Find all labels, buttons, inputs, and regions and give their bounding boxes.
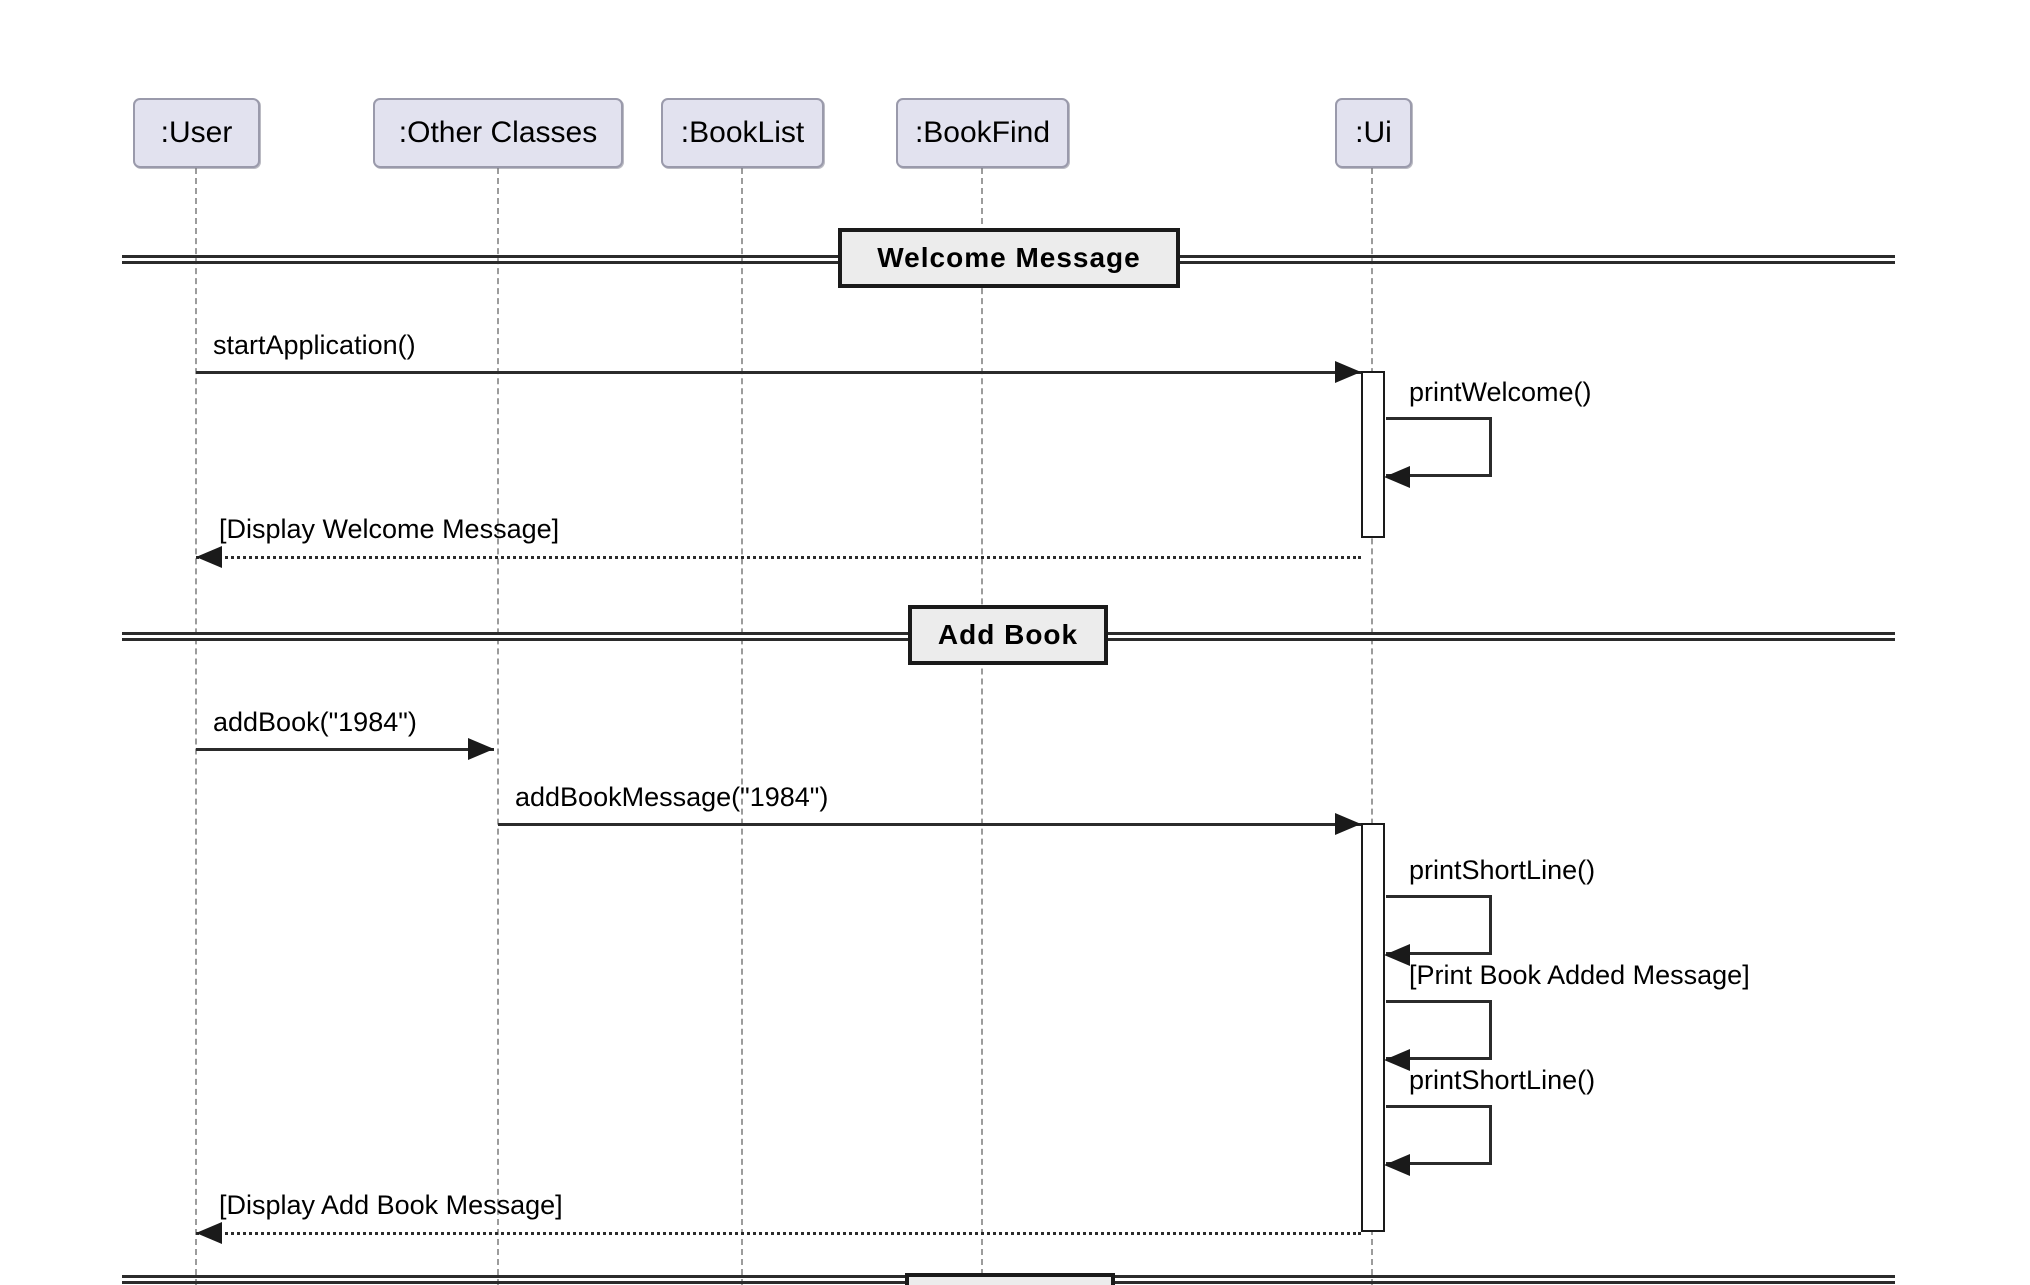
lifeline-user bbox=[195, 168, 197, 1285]
message-label: [Display Add Book Message] bbox=[219, 1190, 563, 1220]
divider-label-text: Welcome Message bbox=[877, 242, 1141, 273]
message-label: printShortLine() bbox=[1409, 1065, 1596, 1095]
self-call-loop bbox=[1386, 895, 1492, 955]
message-arrowhead bbox=[1335, 813, 1361, 835]
participant-label: :User bbox=[160, 116, 233, 149]
message-label: printWelcome() bbox=[1409, 377, 1592, 407]
message-line bbox=[498, 823, 1361, 826]
self-call-loop bbox=[1386, 1000, 1492, 1060]
participant-label: :Other Classes bbox=[398, 116, 598, 149]
self-call-loop bbox=[1386, 1105, 1492, 1165]
lifeline-booklist bbox=[741, 168, 743, 1285]
message-label: [Display Welcome Message] bbox=[219, 514, 560, 544]
participant-bookfind[interactable]: :BookFind bbox=[896, 98, 1069, 168]
self-call-arrowhead bbox=[1384, 466, 1410, 488]
message-arrowhead bbox=[1335, 361, 1361, 383]
message-label: printShortLine() bbox=[1409, 855, 1596, 885]
participant-booklist[interactable]: :BookList bbox=[661, 98, 824, 168]
divider-label-box: Add Book bbox=[908, 605, 1108, 665]
participant-otherclasses[interactable]: :Other Classes bbox=[373, 98, 623, 168]
message-line bbox=[196, 748, 494, 751]
participant-user[interactable]: :User bbox=[133, 98, 260, 168]
lifeline-otherclasses bbox=[497, 168, 499, 1285]
message-label: [Print Book Added Message] bbox=[1409, 960, 1750, 990]
message-label: addBook("1984") bbox=[213, 707, 417, 737]
message-arrowhead bbox=[468, 738, 494, 760]
self-call-arrowhead bbox=[1384, 1049, 1410, 1071]
message-line bbox=[196, 556, 1361, 559]
message-arrowhead bbox=[196, 546, 222, 568]
message-arrowhead bbox=[196, 1222, 222, 1244]
divider-label-box bbox=[905, 1273, 1115, 1285]
self-call-loop bbox=[1386, 417, 1492, 477]
ui-activation-welcome bbox=[1361, 371, 1385, 538]
divider-label-text: Add Book bbox=[937, 619, 1079, 650]
lifeline-ui bbox=[1371, 168, 1373, 1285]
ui-activation-addbook bbox=[1361, 823, 1385, 1232]
self-call-arrowhead bbox=[1384, 1154, 1410, 1176]
message-label: addBookMessage("1984") bbox=[515, 782, 829, 812]
lifeline-bookfind bbox=[981, 168, 983, 1285]
participant-label: :Ui bbox=[1355, 116, 1392, 149]
message-label: startApplication() bbox=[213, 330, 416, 360]
divider-label-box: Welcome Message bbox=[838, 228, 1180, 288]
message-line bbox=[196, 371, 1361, 374]
participant-label: :BookFind bbox=[914, 116, 1051, 149]
participant-ui[interactable]: :Ui bbox=[1335, 98, 1412, 168]
participant-label: :BookList bbox=[680, 116, 805, 149]
self-call-arrowhead bbox=[1384, 944, 1410, 966]
message-line bbox=[196, 1232, 1361, 1235]
